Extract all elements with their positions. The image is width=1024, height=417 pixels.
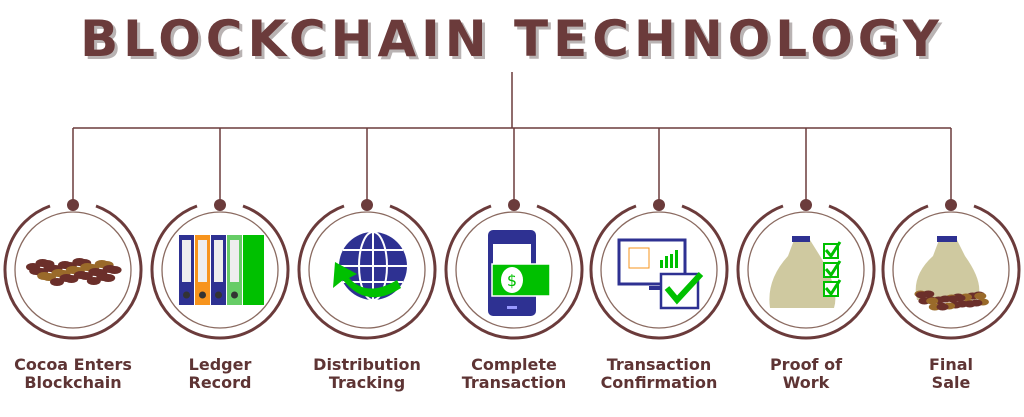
connector-dot	[67, 199, 79, 211]
step-node	[881, 128, 1021, 340]
step-label-line1: Complete	[471, 355, 557, 374]
step-label-line1: Cocoa Enters	[14, 355, 132, 374]
outer-ring	[881, 204, 1021, 340]
outer-ring	[150, 204, 290, 340]
step-label-line1: Final	[928, 355, 974, 374]
step-label-line2: Work	[782, 373, 830, 392]
step-node	[3, 128, 143, 340]
step-node	[150, 128, 290, 340]
sack-checklist-icon	[769, 236, 842, 308]
outer-ring	[444, 204, 584, 340]
outer-ring	[736, 204, 876, 340]
connector-dot	[945, 199, 957, 211]
step-label-line2: Blockchain	[24, 373, 122, 392]
step-node	[589, 128, 729, 340]
phone-money-icon: $	[488, 230, 551, 316]
step-label-line2: Tracking	[328, 373, 406, 392]
connector-dot	[361, 199, 373, 211]
step-label-line2: Record	[188, 373, 252, 392]
step-node	[736, 128, 876, 340]
connector-dot	[800, 199, 812, 211]
step-label-line1: Distribution	[313, 355, 421, 374]
step-label-line2: Transaction	[461, 373, 567, 392]
svg-text:$: $	[507, 271, 517, 290]
step-node	[297, 128, 437, 340]
sack-beans-icon	[914, 236, 989, 311]
outer-ring	[589, 204, 729, 340]
step-label-line2: Confirmation	[600, 373, 718, 392]
cocoa-beans-icon	[26, 258, 122, 286]
outer-ring	[297, 204, 437, 340]
step-node: $	[444, 128, 584, 340]
connector-dot	[508, 199, 520, 211]
binders-icon	[179, 235, 264, 305]
step-label-line1: Transaction	[606, 355, 712, 374]
outer-ring	[3, 204, 143, 340]
monitor-check-icon	[617, 238, 704, 310]
step-label-line1: Proof of	[769, 355, 843, 374]
step-label-line1: Ledger	[188, 355, 252, 374]
step-label-line2: Sale	[931, 373, 971, 392]
connector-dot	[653, 199, 665, 211]
diagram-title: BLOCKCHAIN TECHNOLOGY	[80, 10, 944, 68]
globe-arrow-icon	[333, 231, 407, 301]
connector-dot	[214, 199, 226, 211]
